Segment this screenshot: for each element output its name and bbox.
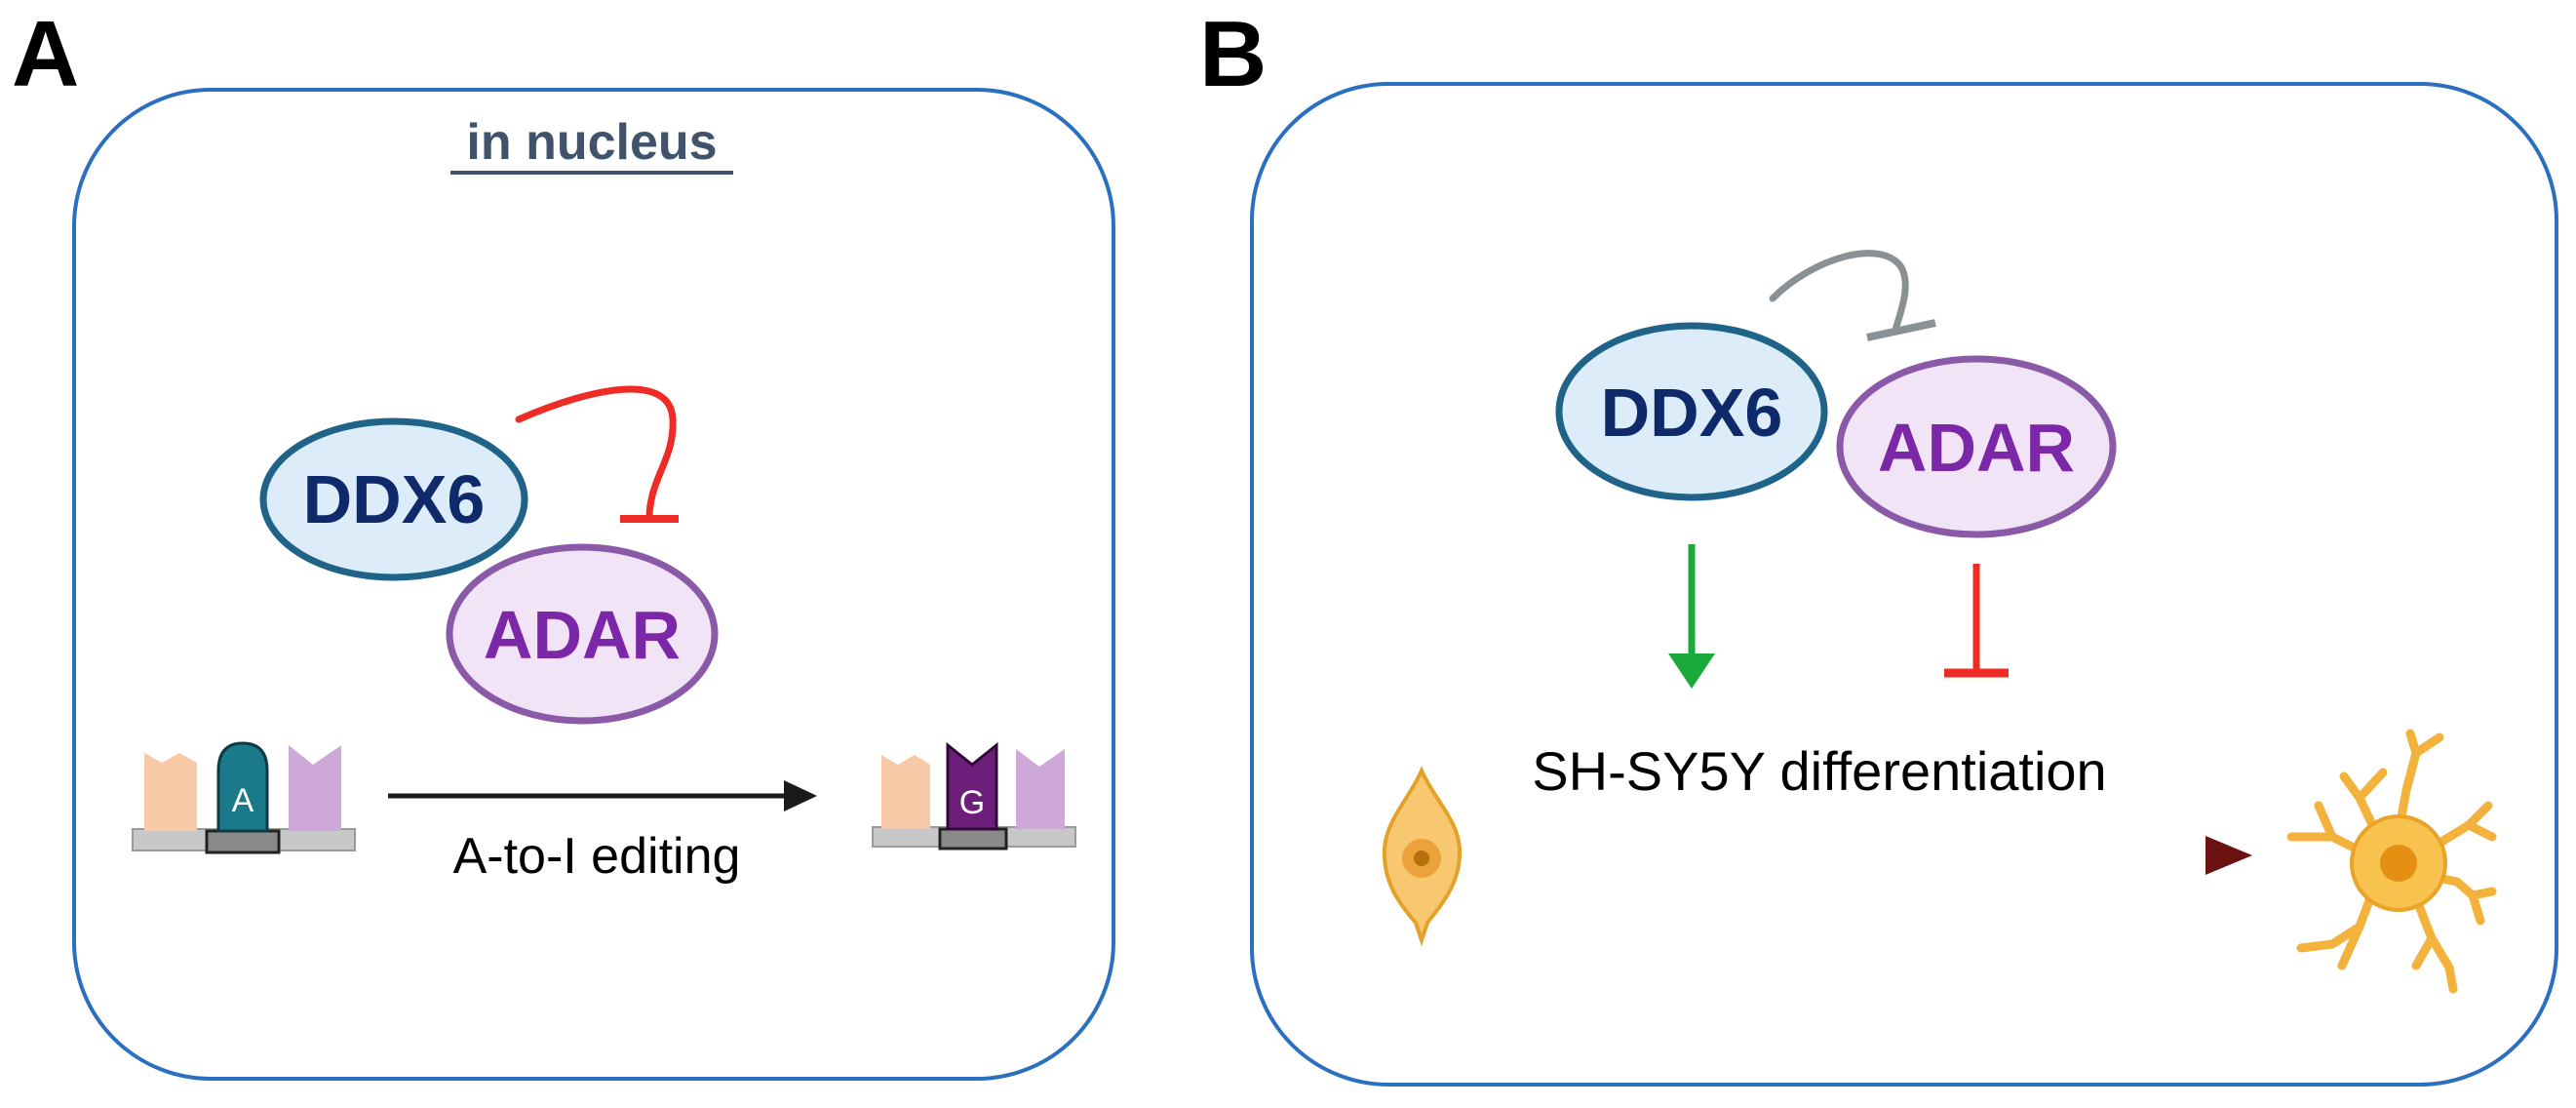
panel-a-inhibition-arrow (515, 385, 679, 523)
panel-b-adar-label: ADAR (1878, 410, 2075, 486)
panel-b-activation-arrowhead (1668, 653, 1715, 689)
panel-a-adar-node: ADAR (446, 543, 719, 725)
cell-end-icon (2286, 729, 2497, 994)
nucleotide-base-peach-after (881, 755, 930, 829)
nucleotide-base-peach (144, 753, 197, 831)
panel-b-ddx6-node: DDX6 (1555, 322, 1828, 501)
panel-b: B DDX6 ADAR SH-SY5Y differentiation (1199, 2, 2558, 1087)
editing-arrowhead (784, 780, 817, 811)
nucleotide-base-guanosine (946, 741, 998, 831)
panel-b-inhibition-arrow-red (1944, 564, 2009, 678)
panel-b-process-label: SH-SY5Y differentiation (1532, 740, 2106, 802)
panel-a-rna-after: G (872, 741, 1076, 851)
nucleotide-base-adenosine (216, 741, 269, 833)
panel-a-ddx6-node: DDX6 (259, 417, 528, 581)
panel-a-heading: in nucleus (466, 114, 717, 171)
panel-b-differentiation-arrow (1482, 836, 2252, 875)
panel-a-ddx6-ellipse (259, 417, 528, 581)
panel-b-inhibition-bar (1866, 319, 1936, 341)
panel-b-inhibition-arrow (1769, 250, 1936, 341)
panel-b-adar-ellipse (1836, 355, 2117, 538)
base-before-letter: A (232, 782, 254, 819)
panel-b-frame (1250, 82, 2558, 1087)
nucleotide-base-lilac-after (1016, 749, 1065, 829)
panel-b-ddx6-ellipse (1555, 322, 1828, 501)
panel-a-letter: A (12, 2, 79, 106)
panel-b-letter: B (1199, 2, 1267, 106)
panel-b-adar-node: ADAR (1836, 355, 2117, 538)
panel-a-adar-label: ADAR (484, 597, 681, 673)
panel-a-rna-before: A (132, 741, 356, 854)
panel-a-adar-ellipse (446, 543, 719, 725)
panel-b-ddx6-label: DDX6 (1601, 375, 1783, 451)
nucleotide-base-lilac (289, 745, 341, 831)
panel-a-process-label: A-to-I editing (453, 828, 741, 885)
panel-b-activation-arrow (1668, 544, 1715, 689)
panel-a-editing-arrow (388, 780, 817, 811)
panel-a-ddx6-label: DDX6 (303, 461, 486, 537)
differentiation-arrowhead (2205, 836, 2252, 875)
cell-start-icon (1382, 765, 1463, 947)
edit-site-marker-before (205, 829, 281, 854)
panel-a: A in nucleus DDX6 ADAR A (12, 2, 1115, 1081)
base-after-letter: G (959, 784, 985, 821)
edit-site-marker-after (938, 827, 1008, 851)
